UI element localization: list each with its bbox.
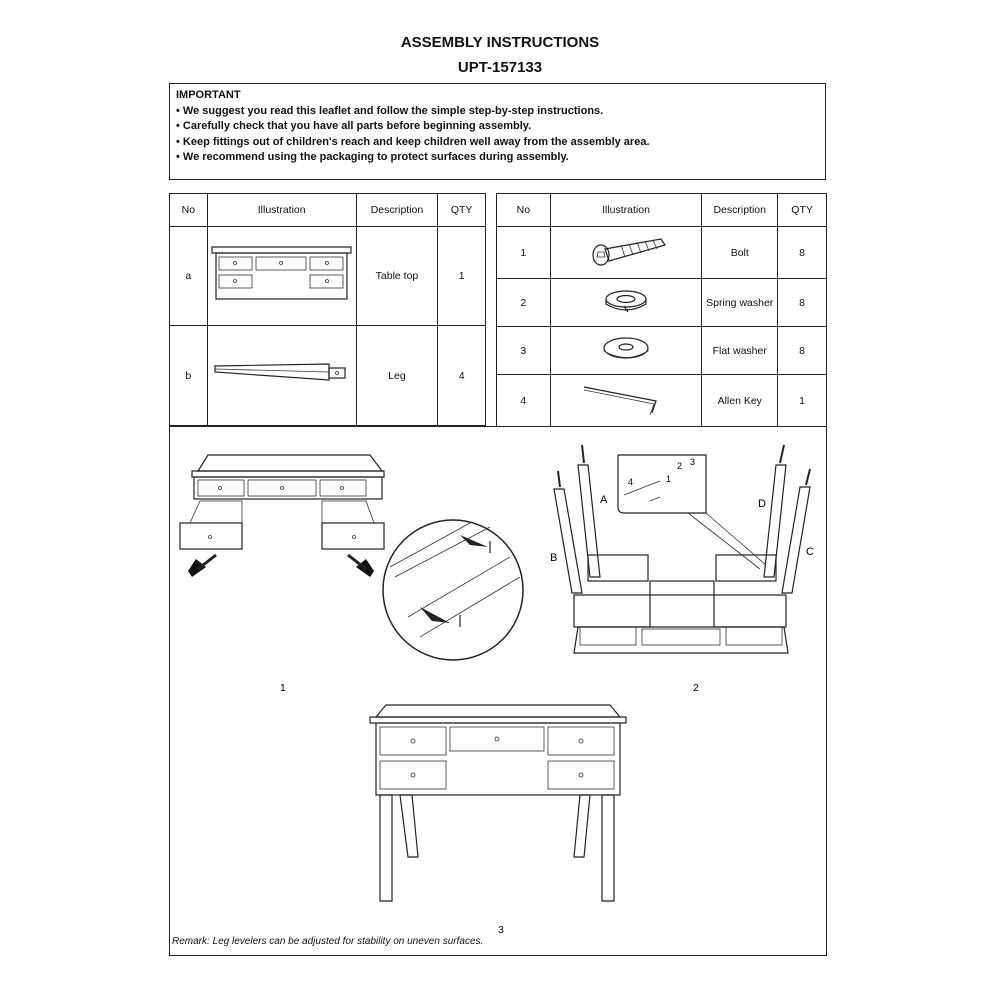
leg-label: C: [806, 546, 814, 558]
part-no: a: [169, 226, 208, 326]
header-description: Description: [355, 193, 439, 227]
table-row: 1 Bolt 8: [496, 226, 827, 279]
leg-label: D: [758, 498, 766, 510]
leg-icon: [214, 363, 346, 381]
part-no: b: [169, 325, 208, 426]
remark-note: Remark: Leg levelers can be adjusted for…: [172, 936, 484, 947]
header-qty: QTY: [437, 193, 486, 227]
hardware-description: Flat washer: [701, 326, 779, 375]
step2-leg-attachment-illustration: [553, 444, 811, 654]
hardware-description: Bolt: [701, 226, 779, 279]
hardware-qty: 1: [777, 374, 827, 427]
part-description: Leg: [355, 325, 439, 426]
header-illustration: Illustration: [549, 193, 703, 227]
parts-table: No Illustration Description QTY a Table …: [169, 193, 486, 426]
important-item: • Keep fittings out of children's reach …: [176, 135, 650, 148]
table-row: 2 Spring washer 8: [496, 278, 827, 327]
part-qty: 4: [437, 325, 486, 426]
part-illustration: [206, 226, 357, 326]
important-heading: IMPORTANT: [176, 89, 241, 101]
leg-label: B: [550, 552, 557, 564]
hardware-table: No Illustration Description QTY 1 Bolt 8…: [496, 193, 827, 427]
step1-drawer-slide-detail: [382, 519, 524, 661]
header-no: No: [496, 193, 551, 227]
important-item: • We suggest you read this leaflet and f…: [176, 104, 604, 117]
table-row: 3 Flat washer 8: [496, 326, 827, 375]
part-illustration: [206, 325, 357, 426]
table-header-row: No Illustration Description QTY: [496, 193, 827, 227]
important-item: • Carefully check that you have all part…: [176, 120, 532, 132]
hardware-description: Allen Key: [701, 374, 779, 427]
table-row: b Leg 4: [169, 325, 486, 426]
step1-desk-drawers-illustration: [179, 454, 385, 577]
document-title: ASSEMBLY INSTRUCTIONS: [400, 34, 600, 51]
callout-number: 2: [677, 461, 682, 471]
leg-label: A: [600, 494, 608, 506]
table-row: 4 Allen Key 1: [496, 374, 827, 427]
header-illustration: Illustration: [206, 193, 357, 227]
step-number: 3: [498, 924, 504, 936]
hardware-no: 2: [496, 278, 551, 327]
callout-number: 1: [666, 474, 671, 484]
assembly-diagram-area: 1 1 2 3: [169, 426, 827, 956]
hardware-qty: 8: [777, 326, 827, 375]
table-top-icon: [211, 245, 352, 300]
hardware-no: 4: [496, 374, 551, 427]
table-header-row: No Illustration Description QTY: [169, 193, 486, 227]
header-no: No: [169, 193, 208, 227]
part-description: Table top: [355, 226, 439, 326]
header-description: Description: [701, 193, 779, 227]
hardware-qty: 8: [777, 278, 827, 327]
header-qty: QTY: [777, 193, 827, 227]
important-notice-box: IMPORTANT • We suggest you read this lea…: [169, 83, 826, 180]
callout-number: 3: [690, 457, 695, 467]
table-row: a Table top 1: [169, 226, 486, 326]
step-number: 2: [693, 682, 699, 694]
bolt-icon: [592, 238, 666, 266]
flat-washer-icon: [603, 337, 649, 359]
important-item: • We recommend using the packaging to pr…: [176, 151, 569, 163]
part-qty: 1: [437, 226, 486, 326]
step3-assembled-desk-illustration: [369, 704, 627, 902]
spring-washer-icon: [605, 290, 647, 313]
step-number: 1: [280, 682, 286, 694]
hardware-no: 1: [496, 226, 551, 279]
allen-key-icon: [583, 386, 657, 416]
callout-number: 4: [628, 477, 633, 487]
model-number: UPT-157133: [457, 59, 543, 76]
hardware-no: 3: [496, 326, 551, 375]
hardware-description: Spring washer: [701, 278, 779, 327]
hardware-qty: 8: [777, 226, 827, 279]
